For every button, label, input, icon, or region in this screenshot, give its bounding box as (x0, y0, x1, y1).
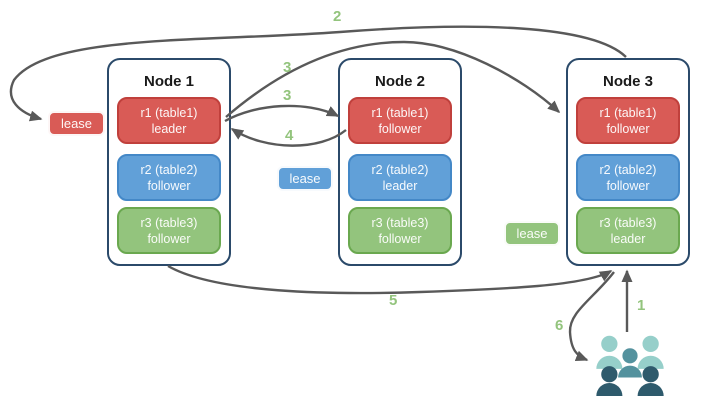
lease-badge-r3: lease (504, 221, 560, 246)
node-3-title: Node 3 (602, 73, 653, 90)
replica-role: leader (151, 121, 187, 136)
replica-label: r1 (table1) (371, 105, 429, 120)
step-label-3a: 3 (283, 59, 292, 76)
node-2-title: Node 2 (374, 73, 425, 90)
replica-role: follower (606, 178, 650, 193)
node1-replica-r1: r1 (table1) leader (117, 97, 221, 144)
user-figure-medium-center (618, 348, 642, 378)
node2-replica-r2: r2 (table2) leader (348, 154, 452, 201)
step-label-1: 1 (637, 297, 646, 314)
node1-replica-r3: r3 (table3) follower (117, 207, 221, 254)
node-3-box: Node 3 r1 (table1) follower r2 (table2) … (566, 58, 690, 266)
user-figure-light-left (596, 335, 623, 369)
replica-role: follower (147, 231, 191, 246)
replica-label: r3 (table3) (371, 215, 429, 230)
user-figure-dark-left (596, 366, 623, 396)
node1-replica-r2: r2 (table2) follower (117, 154, 221, 201)
replica-label: r1 (table1) (140, 105, 198, 120)
replica-label: r2 (table2) (140, 162, 198, 177)
node-1-box: Node 1 r1 (table1) leader r2 (table2) fo… (107, 58, 231, 266)
step-label-4: 4 (285, 127, 294, 144)
arrow-step3-node1-to-node2 (224, 104, 340, 123)
replica-label: r2 (table2) (371, 162, 429, 177)
users-icon (596, 335, 664, 396)
replica-label: r1 (table1) (599, 105, 657, 120)
replica-role: follower (378, 121, 422, 136)
node2-replica-r1: r1 (table1) follower (348, 97, 452, 144)
replica-role: follower (606, 121, 650, 136)
replica-role: leader (382, 178, 418, 193)
replica-role: follower (147, 178, 191, 193)
node3-replica-r1: r1 (table1) follower (576, 97, 680, 144)
lease-badge-r2: lease (277, 166, 333, 191)
step-label-5: 5 (389, 292, 398, 309)
replica-label: r3 (table3) (599, 215, 657, 230)
node3-replica-r2: r2 (table2) follower (576, 154, 680, 201)
node3-replica-r3: r3 (table3) leader (576, 207, 680, 254)
node-2-box: Node 2 r1 (table1) follower r2 (table2) … (338, 58, 462, 266)
node2-replica-r3: r3 (table3) follower (348, 207, 452, 254)
replica-label: r2 (table2) (599, 162, 657, 177)
lease-badge-r1: lease (48, 111, 105, 136)
replica-label: r3 (table3) (140, 215, 198, 230)
node-1-title: Node 1 (143, 73, 194, 90)
replica-role: leader (610, 231, 646, 246)
arrow-step5-node1-to-node3 (167, 264, 613, 295)
arrow-step2-node3-to-lease (9, 25, 627, 122)
step-label-3b: 3 (283, 87, 292, 104)
step-label-6: 6 (555, 317, 564, 334)
step-label-2: 2 (333, 8, 342, 25)
user-figure-dark-right (637, 366, 664, 396)
replica-role: follower (378, 231, 422, 246)
user-figure-light-right (637, 335, 664, 369)
